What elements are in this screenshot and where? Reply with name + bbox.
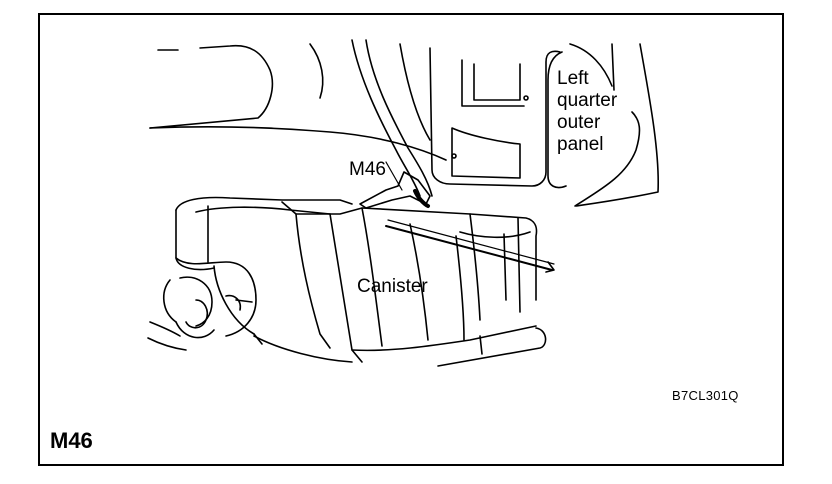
canister-label: Canister bbox=[357, 276, 428, 297]
canister-body bbox=[175, 196, 555, 367]
quarter-panel-label-line-1: Left bbox=[557, 68, 589, 89]
drawing-code: B7CL301Q bbox=[672, 388, 739, 403]
panel-callout-leader bbox=[547, 51, 567, 189]
quarter-panel bbox=[429, 47, 561, 187]
connector-hose bbox=[351, 39, 433, 209]
quarter-panel-label-line-2: quarter bbox=[557, 89, 618, 111]
figure-id: M46 bbox=[50, 428, 93, 453]
quarter-panel-label: Left quarter outer panel bbox=[557, 68, 617, 155]
quarter-panel-label-line-4: panel bbox=[557, 133, 604, 155]
figure-frame bbox=[38, 13, 784, 466]
canister-hoses bbox=[147, 257, 257, 351]
connector-label: M46 bbox=[349, 159, 386, 180]
body-outline bbox=[149, 43, 660, 207]
quarter-panel-label-line-3: outer bbox=[557, 111, 601, 133]
